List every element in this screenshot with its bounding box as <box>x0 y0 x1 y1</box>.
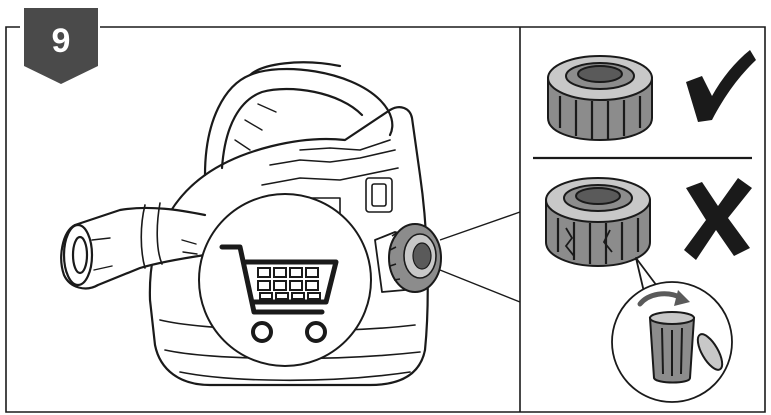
damaged-cap-panel <box>545 177 752 268</box>
callout-leader-lines <box>439 211 521 303</box>
disposal-callout <box>611 257 733 403</box>
intact-cap-panel <box>547 50 756 142</box>
blower-cap <box>388 223 442 293</box>
shopping-cart-callout <box>198 193 372 367</box>
diagram-frame <box>5 26 766 413</box>
step-badge: 9 <box>24 8 98 84</box>
intact-cap-icon <box>547 55 653 142</box>
damaged-cap-icon <box>545 177 651 268</box>
cart-grid <box>257 267 321 300</box>
cross-mark-icon <box>684 178 752 260</box>
trash-bin-icon <box>637 290 724 384</box>
step-number: 9 <box>52 22 71 60</box>
trash-lid-icon <box>696 333 724 371</box>
crack-lines <box>564 227 613 257</box>
shopping-cart-icon <box>219 244 339 343</box>
check-mark-icon <box>686 50 756 122</box>
